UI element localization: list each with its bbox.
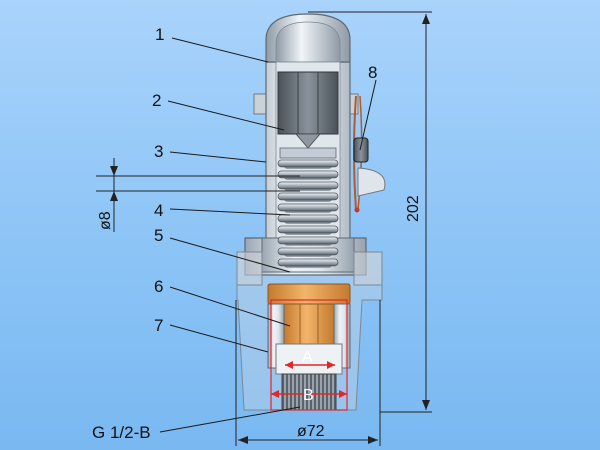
callout-8: 8 [368,63,377,82]
callout-7: 7 [154,316,163,335]
bottom-width-dimension: ø72 [297,423,325,440]
callout-1: 1 [155,25,164,44]
spring-coil [277,181,339,190]
spring-coil [277,258,339,267]
spring-coil [277,225,339,234]
thread-label: G 1/2-B [92,423,151,442]
leader-lines [159,37,377,433]
spring [277,159,339,268]
callout-5: 5 [154,226,163,245]
dim-a-label: A [302,349,313,366]
spring-coil [277,192,339,201]
callout-2: 2 [152,91,161,110]
dim-b-label: B [303,387,314,404]
callout-6: 6 [154,277,163,296]
spring-coil [277,170,339,179]
dimension-arrows [110,14,430,444]
wire-diameter-dimension: ø8 [97,211,114,230]
spring-coil [277,159,339,168]
spring-coil [277,236,339,245]
inner-dimensions [270,299,348,411]
spring-coil [277,214,339,223]
nozzle [267,283,351,345]
callout-4: 4 [154,201,163,220]
height-dimension: 202 [405,195,422,222]
spring-coil [277,203,339,212]
callout-3: 3 [154,142,163,161]
lifting-lever [353,95,386,213]
spring-coil [277,247,339,256]
